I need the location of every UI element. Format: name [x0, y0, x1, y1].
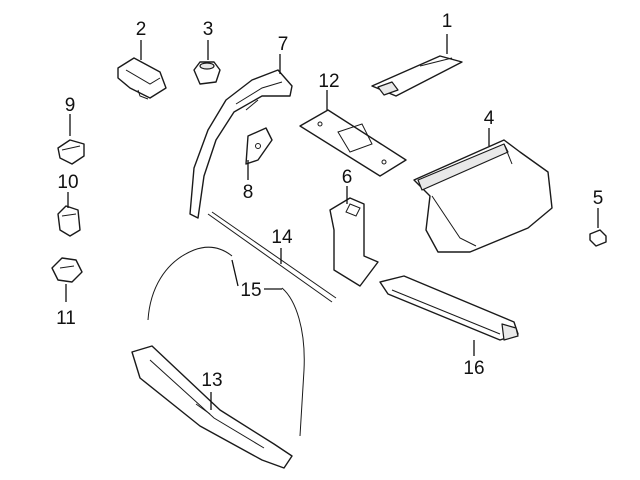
part-5-plug — [589, 229, 607, 247]
callout-7: 7 — [278, 34, 289, 55]
part-14-weatherstrip — [207, 211, 337, 303]
callout-11: 11 — [56, 308, 76, 329]
callout-16: 16 — [463, 358, 484, 379]
callout-1: 1 — [442, 11, 453, 32]
part-3-clip — [193, 61, 221, 85]
callout-14: 14 — [271, 227, 293, 248]
part-12-floor-panel — [299, 109, 407, 177]
part-4-side-trim-panel — [413, 139, 553, 253]
callout-15: 15 — [240, 280, 261, 301]
part-6-side-bracket — [329, 197, 379, 287]
callout-5: 5 — [593, 188, 604, 209]
callout-10: 10 — [57, 172, 78, 193]
callout-labels: 1 2 3 4 5 6 7 8 9 10 11 12 13 14 15 16 — [56, 11, 603, 391]
callout-2: 2 — [136, 19, 147, 40]
callout-6: 6 — [342, 167, 353, 188]
part-7-quarter-trim — [189, 69, 293, 219]
callout-13: 13 — [201, 370, 222, 391]
callout-12: 12 — [318, 71, 339, 92]
part-16-cargo-cover — [379, 275, 519, 341]
part-2-bracket — [117, 57, 167, 100]
callout-3: 3 — [203, 19, 214, 40]
callout-9: 9 — [65, 95, 76, 116]
leader-15a — [231, 259, 239, 287]
part-11-clip — [51, 257, 83, 283]
part-10-clip — [57, 205, 81, 237]
leader-lines — [65, 34, 599, 410]
part-1-trim-strip — [371, 55, 463, 97]
part-13-sill-plate — [131, 345, 293, 469]
callout-8: 8 — [243, 182, 254, 203]
callout-4: 4 — [484, 108, 495, 129]
part-9-clip — [57, 139, 85, 165]
part-8-small-bracket — [245, 127, 273, 165]
part-15-arch-seals — [147, 246, 305, 437]
